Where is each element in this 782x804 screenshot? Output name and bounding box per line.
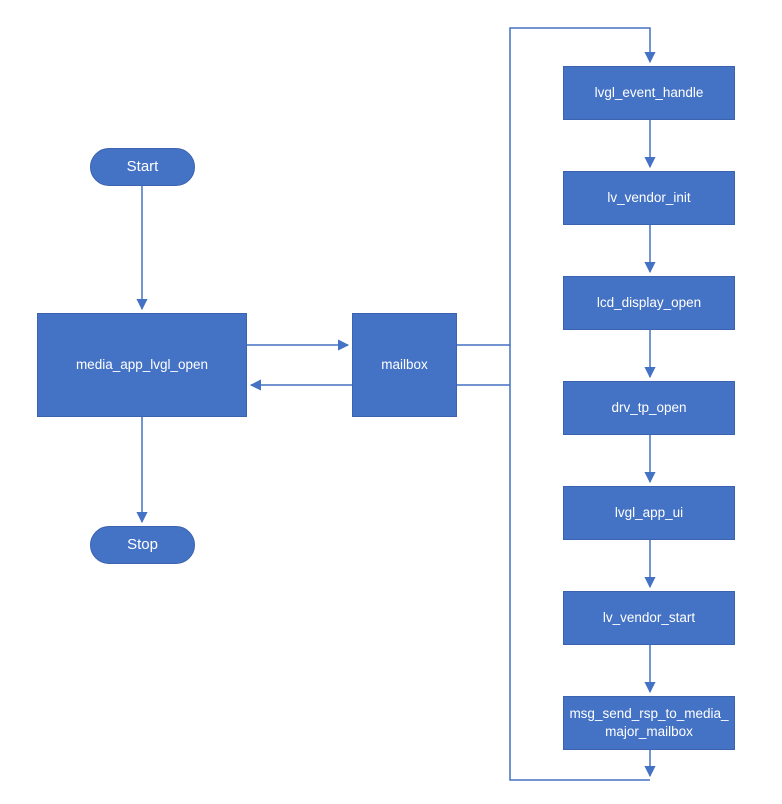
node-lvgl-app-ui: lvgl_app_ui [563,486,735,540]
node-drv-tp-open: drv_tp_open [563,381,735,435]
node-start: Start [90,148,195,186]
edge-mailbox-to-step0 [457,27,656,346]
edge-return-vertical [509,345,650,781]
step-label: lv_vendor_init [607,189,691,205]
node-mailbox-label: mailbox [381,356,428,372]
step-label: lvgl_app_ui [614,504,684,520]
step-label: drv_tp_open [611,399,687,415]
node-stop: Stop [90,526,195,564]
node-lcd-display-open: lcd_display_open [563,276,735,330]
node-stop-label: Stop [127,535,158,553]
node-lv-vendor-start: lv_vendor_start [563,591,735,645]
step-label: lvgl_event_handle [594,84,704,100]
node-lvgl-event-handle: lvgl_event_handle [563,66,735,120]
step-label: lv_vendor_start [602,609,696,625]
node-media-app-lvgl-open: media_app_lvgl_open [37,313,247,417]
node-msg-send-rsp-to-media-major-mailbox: msg_send_rsp_to_media_major_mailbox [563,696,735,750]
node-start-label: Start [126,157,159,175]
node-lv-vendor-init: lv_vendor_init [563,171,735,225]
step-label: msg_send_rsp_to_media_major_mailbox [569,705,729,739]
node-mailbox: mailbox [352,313,457,417]
step-label: lcd_display_open [596,294,702,310]
node-media-label: media_app_lvgl_open [75,356,209,372]
